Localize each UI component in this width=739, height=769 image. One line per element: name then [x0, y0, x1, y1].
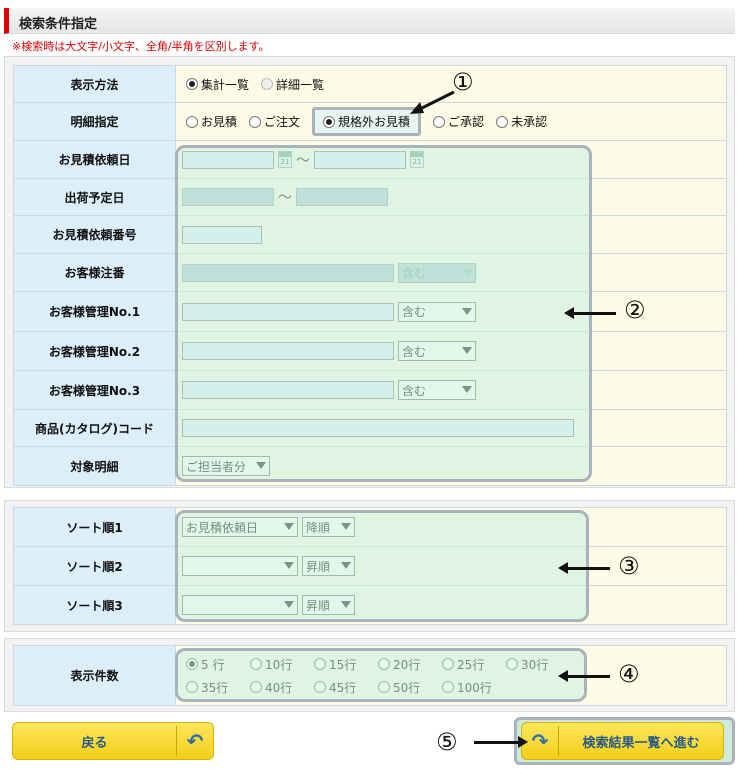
radio-approval[interactable]: ご承認: [433, 113, 484, 130]
label-quote-request-no: お見積依頼番号: [13, 215, 176, 254]
annotation-arrow-3: [558, 562, 610, 574]
sort-1-field-select[interactable]: お見積依頼日: [182, 517, 298, 537]
label-customer-mgmt-3: お客様管理No.3: [13, 370, 176, 410]
annotation-arrow-5: [474, 736, 528, 748]
quote-date-to-input[interactable]: [314, 150, 406, 169]
radio-count-30[interactable]: 30行: [506, 656, 562, 673]
customer-mgmt-2-match-select[interactable]: 含む: [398, 341, 476, 361]
back-button-label: 戻る: [81, 735, 108, 751]
customer-order-no-match-select: 含む: [398, 262, 476, 283]
label-customer-order-no: お客様注番: [13, 253, 176, 292]
back-arrow-icon: ↶: [186, 729, 204, 753]
radio-count-100[interactable]: 100行: [442, 679, 498, 696]
row-sort-3: ソート順3 昇順: [13, 585, 727, 625]
radio-count-25[interactable]: 25行: [442, 656, 498, 673]
label-quote-request-date: お見積依頼日: [13, 140, 176, 179]
row-quote-request-no: お見積依頼番号: [13, 215, 727, 254]
back-button[interactable]: 戻る ↶: [12, 722, 214, 760]
label-sort-2: ソート順2: [13, 546, 176, 586]
annotation-arrow-1: [410, 90, 455, 114]
case-note: ※検索時は大文字/小文字、全角/半角を区別します。: [12, 40, 270, 53]
radio-count-20[interactable]: 20行: [378, 656, 434, 673]
range-tilde: ～: [278, 190, 292, 206]
calendar-icon[interactable]: 21: [410, 151, 424, 168]
count-radio-group: 5 行 10行 15行 20行 25行 30行 35行 40行 45行 50行 …: [176, 656, 726, 696]
forward-arrow-icon: ↷: [531, 729, 549, 753]
ship-date-from-input: [182, 188, 274, 206]
radio-count-40[interactable]: 40行: [250, 679, 306, 696]
search-form-panel: 表示方法 集計一覧 詳細一覧 明細指定 お見積 ご注文 規格外お見積 ご承認 未…: [4, 56, 735, 488]
radio-summary-list[interactable]: 集計一覧: [186, 76, 249, 93]
row-detail-type: 明細指定 お見積 ご注文 規格外お見積 ご承認 未承認: [13, 102, 727, 141]
section-header: 検索条件指定: [4, 8, 735, 34]
row-customer-mgmt-3: お客様管理No.3 含む: [13, 370, 727, 410]
search-results-button-label: 検索結果一覧へ進む: [582, 735, 700, 751]
label-customer-mgmt-1: お客様管理No.1: [13, 291, 176, 332]
radio-nonstandard-quote[interactable]: 規格外お見積: [312, 107, 422, 136]
label-ship-date: 出荷予定日: [13, 178, 176, 216]
annotation-arrow-4: [558, 670, 610, 682]
label-sort-3: ソート順3: [13, 585, 176, 625]
sort-3-order-select[interactable]: 昇順: [302, 595, 355, 615]
radio-detail-list[interactable]: 詳細一覧: [261, 76, 324, 93]
customer-mgmt-1-input[interactable]: [182, 302, 394, 321]
ship-date-to-input: [296, 188, 388, 206]
label-catalog-code: 商品(カタログ)コード: [13, 409, 176, 447]
search-form-table: 表示方法 集計一覧 詳細一覧 明細指定 お見積 ご注文 規格外お見積 ご承認 未…: [13, 65, 727, 486]
row-display-method: 表示方法 集計一覧 詳細一覧: [13, 65, 727, 103]
search-results-button[interactable]: ↷ 検索結果一覧へ進む: [521, 722, 724, 760]
button-separator: [176, 726, 177, 756]
quote-date-from-input[interactable]: [182, 150, 274, 169]
sort-2-field-select[interactable]: [182, 556, 298, 576]
label-customer-mgmt-2: お客様管理No.2: [13, 331, 176, 371]
customer-mgmt-1-match-select[interactable]: 含む: [398, 301, 476, 322]
annotation-1: ①: [452, 68, 474, 96]
radio-count-45[interactable]: 45行: [314, 679, 370, 696]
sort-2-order-select[interactable]: 昇順: [302, 556, 355, 576]
annotation-5: ⑤: [436, 728, 458, 756]
row-ship-date: 出荷予定日 ～: [13, 178, 727, 216]
radio-unapproved[interactable]: 未承認: [496, 113, 547, 130]
customer-mgmt-2-input[interactable]: [182, 342, 394, 360]
button-separator: [558, 726, 559, 756]
target-detail-select[interactable]: ご担当者分: [182, 456, 270, 476]
radio-count-50[interactable]: 50行: [378, 679, 434, 696]
sort-3-field-select[interactable]: [182, 595, 298, 615]
range-tilde: ～: [296, 152, 310, 169]
annotation-arrow-2: [564, 307, 616, 319]
catalog-code-input[interactable]: [182, 419, 574, 437]
radio-count-10[interactable]: 10行: [250, 656, 306, 673]
radio-count-35[interactable]: 35行: [186, 679, 242, 696]
label-display-method: 表示方法: [13, 65, 176, 103]
customer-mgmt-3-input[interactable]: [182, 381, 394, 399]
annotation-3: ③: [618, 552, 640, 580]
customer-order-no-input: [182, 263, 394, 282]
section-title: 検索条件指定: [19, 17, 98, 32]
row-sort-1: ソート順1 お見積依頼日 降順: [13, 507, 727, 547]
customer-mgmt-3-match-select[interactable]: 含む: [398, 380, 476, 400]
label-sort-1: ソート順1: [13, 507, 176, 547]
label-target-detail: 対象明細: [13, 446, 176, 486]
radio-quote[interactable]: お見積: [186, 113, 237, 130]
row-target-detail: 対象明細 ご担当者分: [13, 446, 727, 486]
row-customer-mgmt-2: お客様管理No.2 含む: [13, 331, 727, 371]
radio-order[interactable]: ご注文: [249, 113, 300, 130]
sort-1-order-select[interactable]: 降順: [302, 517, 355, 537]
label-display-count: 表示件数: [13, 645, 176, 706]
radio-count-5[interactable]: 5 行: [186, 656, 242, 673]
calendar-icon[interactable]: 21: [278, 151, 292, 168]
annotation-2: ②: [624, 296, 646, 324]
row-catalog-code: 商品(カタログ)コード: [13, 409, 727, 447]
row-quote-request-date: お見積依頼日 21 ～ 21: [13, 140, 727, 179]
label-detail-type: 明細指定: [13, 102, 176, 141]
quote-request-no-input[interactable]: [182, 225, 262, 244]
annotation-4: ④: [618, 660, 640, 688]
radio-count-15[interactable]: 15行: [314, 656, 370, 673]
row-customer-order-no: お客様注番 含む: [13, 253, 727, 292]
row-customer-mgmt-1: お客様管理No.1 含む: [13, 291, 727, 332]
